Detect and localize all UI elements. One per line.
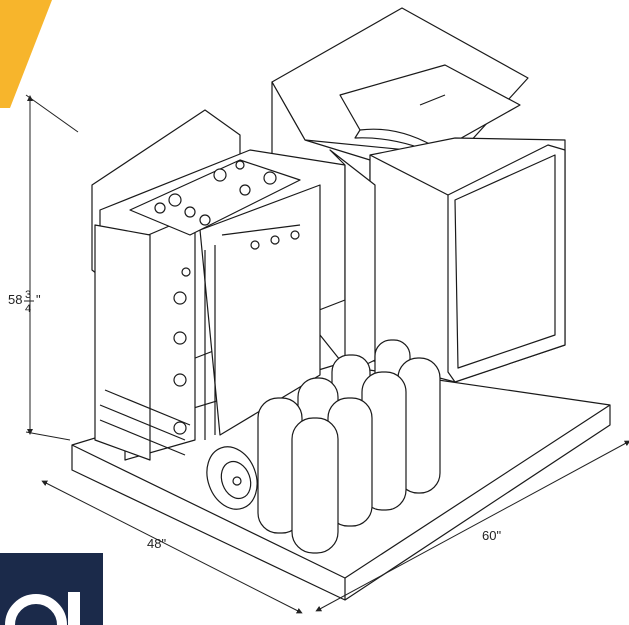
corner-accent-shape	[0, 0, 52, 108]
height-unit: "	[36, 292, 41, 307]
depth-dimension: 60"	[482, 528, 501, 543]
cabinet-box	[369, 137, 566, 383]
width-dimension: 48"	[147, 536, 166, 551]
height-denominator: 4	[25, 303, 31, 315]
control-panel	[129, 159, 301, 250]
side-valves	[173, 267, 191, 435]
height-numerator: 3	[25, 289, 31, 301]
height-whole: 58	[8, 292, 22, 307]
height-dimension: 58 3 4 "	[8, 289, 41, 315]
logo-badge	[0, 553, 103, 625]
dimension-lines	[25, 94, 629, 614]
